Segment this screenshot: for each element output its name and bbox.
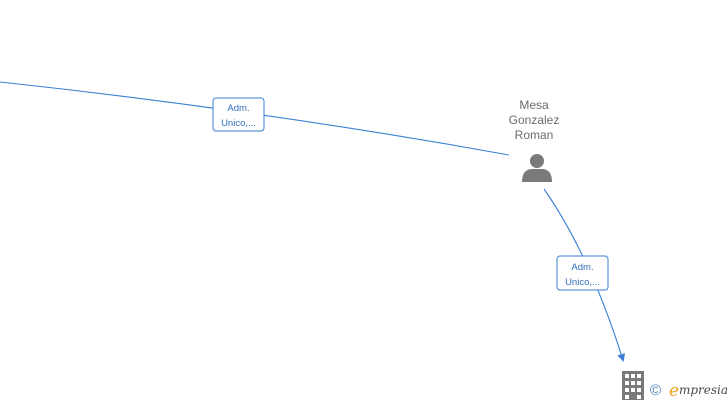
person-icon [522, 154, 552, 182]
person-name-line-1: Mesa [519, 98, 549, 112]
company-node[interactable] [622, 371, 644, 400]
person-node[interactable]: Mesa Gonzalez Roman [509, 98, 560, 182]
brand-initial: e [669, 381, 679, 400]
edge-label-2[interactable]: Adm. Unico,... [556, 255, 609, 291]
edge-label-1-line-2: Unico,... [221, 118, 256, 129]
edge-label-2-line-2: Unico,... [565, 277, 600, 288]
building-icon [622, 371, 644, 400]
brand-name: mpresia [679, 383, 728, 397]
edge-label-2-line-1: Adm. [571, 262, 593, 273]
copyright-symbol: © [650, 382, 661, 399]
person-name-line-2: Gonzalez [509, 113, 560, 127]
empresia-watermark: © e mpresia [650, 381, 728, 400]
edge-label-1-line-1: Adm. [227, 103, 249, 114]
person-name-line-3: Roman [515, 128, 554, 142]
edge-label-1[interactable]: Adm. Unico,... [212, 97, 265, 132]
